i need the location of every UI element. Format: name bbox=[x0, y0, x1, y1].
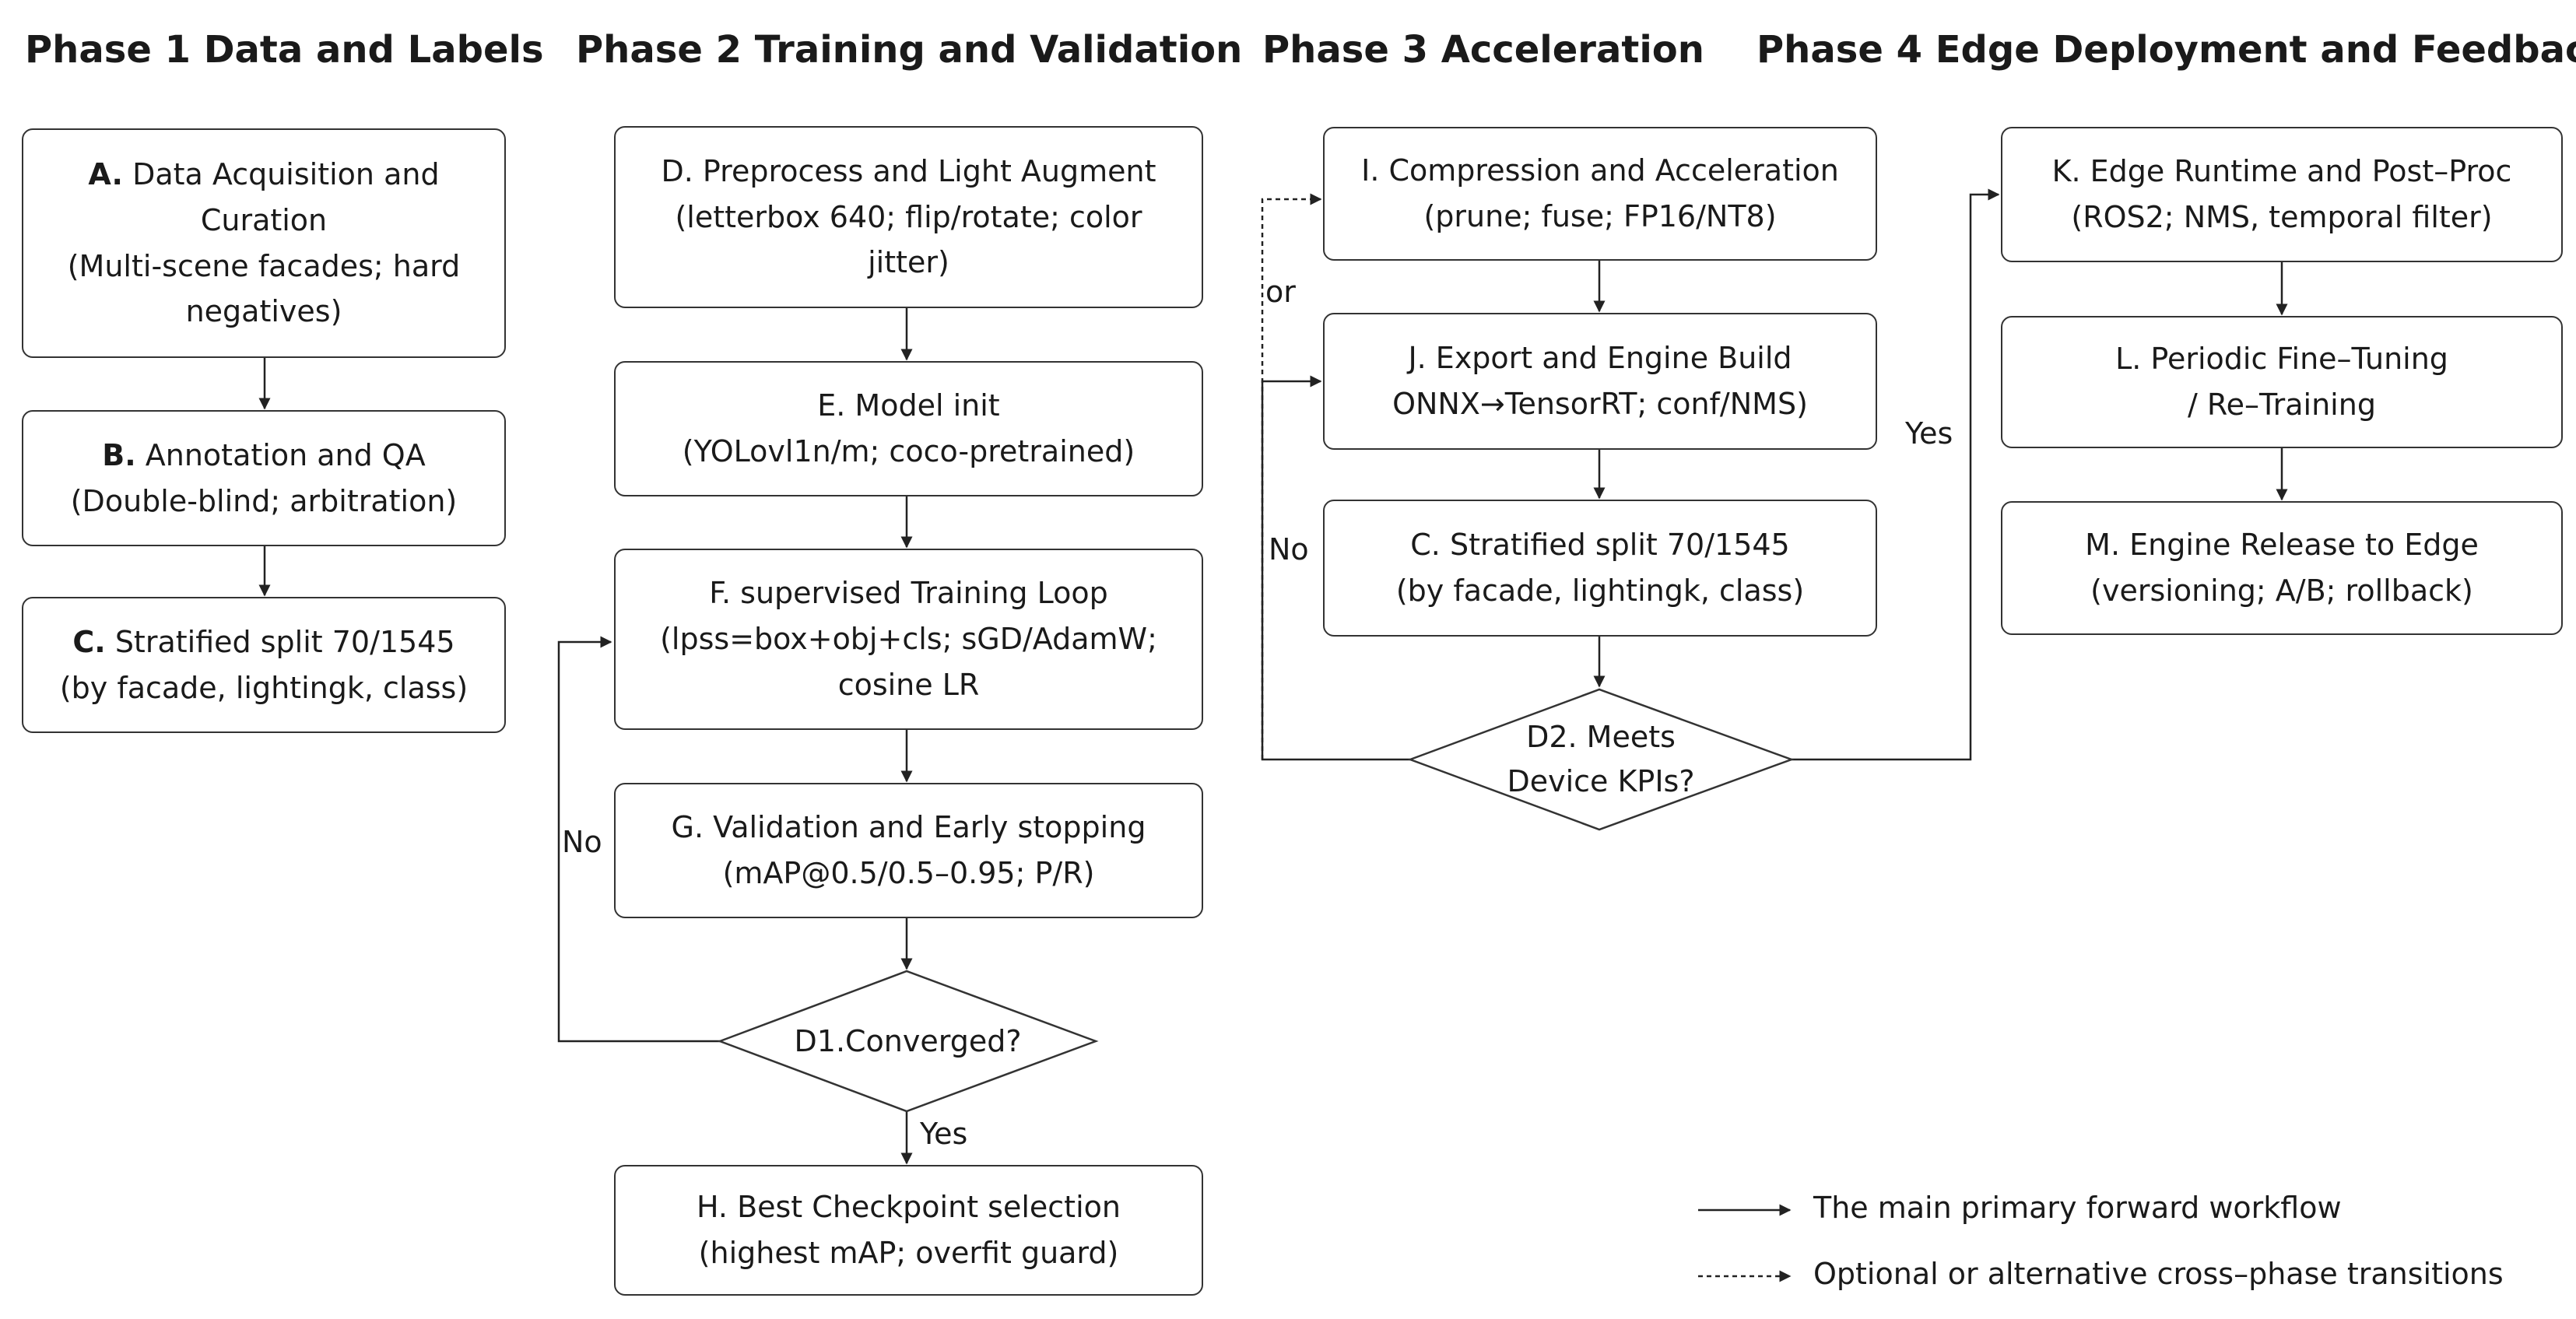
arrow-d2-yes-to-k bbox=[1792, 188, 2000, 761]
node-e-line2: (YOLovl1n/m; coco-pretrained) bbox=[682, 434, 1135, 468]
decision-d2-line2: Device KPIs? bbox=[1507, 764, 1695, 798]
node-k-edge-runtime: K. Edge Runtime and Post–Proc (ROS2; NMS… bbox=[2001, 127, 2563, 262]
node-l-line1: L. Periodic Fine–Tuning bbox=[2115, 342, 2448, 377]
decision-d1-label: D1.Converged? bbox=[794, 1023, 1022, 1058]
node-d-line3: jitter) bbox=[868, 245, 949, 280]
node-c2-stratified-split: C. Stratified split 70/1545 (by facade, … bbox=[1323, 500, 1877, 637]
node-b-line2: (Double-blind; arbitration) bbox=[70, 483, 458, 518]
node-e-line1: E. Model init bbox=[817, 388, 1000, 423]
node-a-data-acquisition: A. Data Acquisition and Curation (Multi-… bbox=[22, 128, 506, 358]
node-f-line1: F. supervised Training Loop bbox=[709, 576, 1108, 611]
decision-d2-shape bbox=[1407, 688, 1795, 831]
node-l-line2: / Re–Training bbox=[2188, 388, 2376, 422]
phase-4-title: Phase 4 Edge Deployment and Feedback bbox=[1757, 28, 2576, 72]
node-b-annotation-qa: B. Annotation and QA (Double-blind; arbi… bbox=[22, 410, 506, 546]
decision-d1-converged: D1.Converged? bbox=[720, 971, 1096, 1111]
node-j-line1: J. Export and Engine Build bbox=[1408, 341, 1792, 376]
edge-label-yes-phase4: Yes bbox=[1905, 416, 1953, 451]
node-i-compression: I. Compression and Acceleration (prune; … bbox=[1323, 127, 1877, 261]
node-g-line2: (mAP@0.5/0.5–0.95; P/R) bbox=[722, 856, 1095, 890]
node-a-title: Data Acquisition and bbox=[132, 156, 440, 191]
node-a-line2: Curation bbox=[200, 202, 328, 237]
node-m-line2: (versioning; A/B; rollback) bbox=[2090, 574, 2473, 608]
node-g-validation: G. Validation and Early stopping (mAP@0.… bbox=[614, 783, 1203, 918]
node-d-line2: (letterbox 640; flip/rotate; color bbox=[675, 199, 1142, 234]
legend-solid-text: The main primary forward workflow bbox=[1813, 1191, 2342, 1225]
node-h-line1: H. Best Checkpoint selection bbox=[697, 1190, 1121, 1225]
node-b-letter: B. bbox=[102, 437, 136, 472]
node-h-line2: (highest mAP; overfit guard) bbox=[698, 1236, 1119, 1270]
node-h-best-checkpoint: H. Best Checkpoint selection (highest mA… bbox=[614, 1165, 1203, 1296]
node-m-engine-release: M. Engine Release to Edge (versioning; A… bbox=[2001, 501, 2563, 635]
node-c1-title: Stratified split 70/1545 bbox=[114, 624, 455, 659]
node-c1-letter: C. bbox=[72, 624, 106, 659]
decision-d1-shape bbox=[717, 970, 1099, 1113]
phase-3-title: Phase 3 Acceleration bbox=[1262, 28, 1704, 72]
arrow-optional-or-to-i bbox=[1261, 193, 1322, 759]
node-c-stratified-split: C. Stratified split 70/1545 (by facade, … bbox=[22, 597, 506, 733]
decision-d2-kpis: D2. Meets Device KPIs? bbox=[1410, 689, 1792, 830]
node-b-title: Annotation and QA bbox=[145, 437, 426, 472]
node-f-training-loop: F. supervised Training Loop (lpss=box+ob… bbox=[614, 549, 1203, 730]
legend-dashed-text: Optional or alternative cross–phase tran… bbox=[1813, 1257, 2504, 1291]
decision-d2-line1: D2. Meets bbox=[1526, 720, 1676, 754]
node-d-line1: D. Preprocess and Light Augment bbox=[661, 153, 1156, 188]
phase-2-title: Phase 2 Training and Validation bbox=[576, 28, 1243, 72]
edge-label-or-phase3: or bbox=[1265, 275, 1296, 309]
node-j-line2: ONNX→TensorRT; conf/NMS) bbox=[1392, 387, 1808, 421]
node-d-preprocess: D. Preprocess and Light Augment (letterb… bbox=[614, 126, 1203, 308]
node-k-line1: K. Edge Runtime and Post–Proc bbox=[2051, 154, 2512, 189]
node-i-line1: I. Compression and Acceleration bbox=[1361, 153, 1839, 188]
node-c2-line2: (by facade, lightingk, class) bbox=[1395, 574, 1805, 608]
phase-1-title: Phase 1 Data and Labels bbox=[25, 28, 544, 72]
node-c2-line1: C. Stratified split 70/1545 bbox=[1410, 528, 1790, 563]
edge-label-no-phase2: No bbox=[562, 825, 602, 859]
edge-label-no-phase3: No bbox=[1269, 532, 1309, 567]
arrow-d1-no-to-f bbox=[557, 636, 720, 1043]
node-k-line2: (ROS2; NMS, temporal filter) bbox=[2071, 200, 2493, 234]
node-c1-line2: (by facade, lightingk, class) bbox=[59, 670, 469, 705]
node-j-export-engine: J. Export and Engine Build ONNX→TensorRT… bbox=[1323, 313, 1877, 450]
node-m-line1: M. Engine Release to Edge bbox=[2085, 528, 2479, 563]
node-e-model-init: E. Model init (YOLovl1n/m; coco-pretrain… bbox=[614, 361, 1203, 496]
node-a-line3: (Multi-scene facades; hard bbox=[67, 248, 461, 283]
node-a-letter: A. bbox=[88, 156, 123, 191]
node-a-line4: negatives) bbox=[185, 294, 342, 329]
node-i-line2: (prune; fuse; FP16/NT8) bbox=[1423, 199, 1777, 233]
node-f-line2: (lpss=box+obj+cls; sGD/AdamW; bbox=[660, 622, 1157, 657]
node-l-fine-tuning: L. Periodic Fine–Tuning / Re–Training bbox=[2001, 316, 2563, 448]
edge-label-yes-phase2: Yes bbox=[920, 1117, 968, 1151]
node-g-line1: G. Validation and Early stopping bbox=[671, 810, 1146, 845]
node-f-line3: cosine LR bbox=[837, 667, 980, 702]
